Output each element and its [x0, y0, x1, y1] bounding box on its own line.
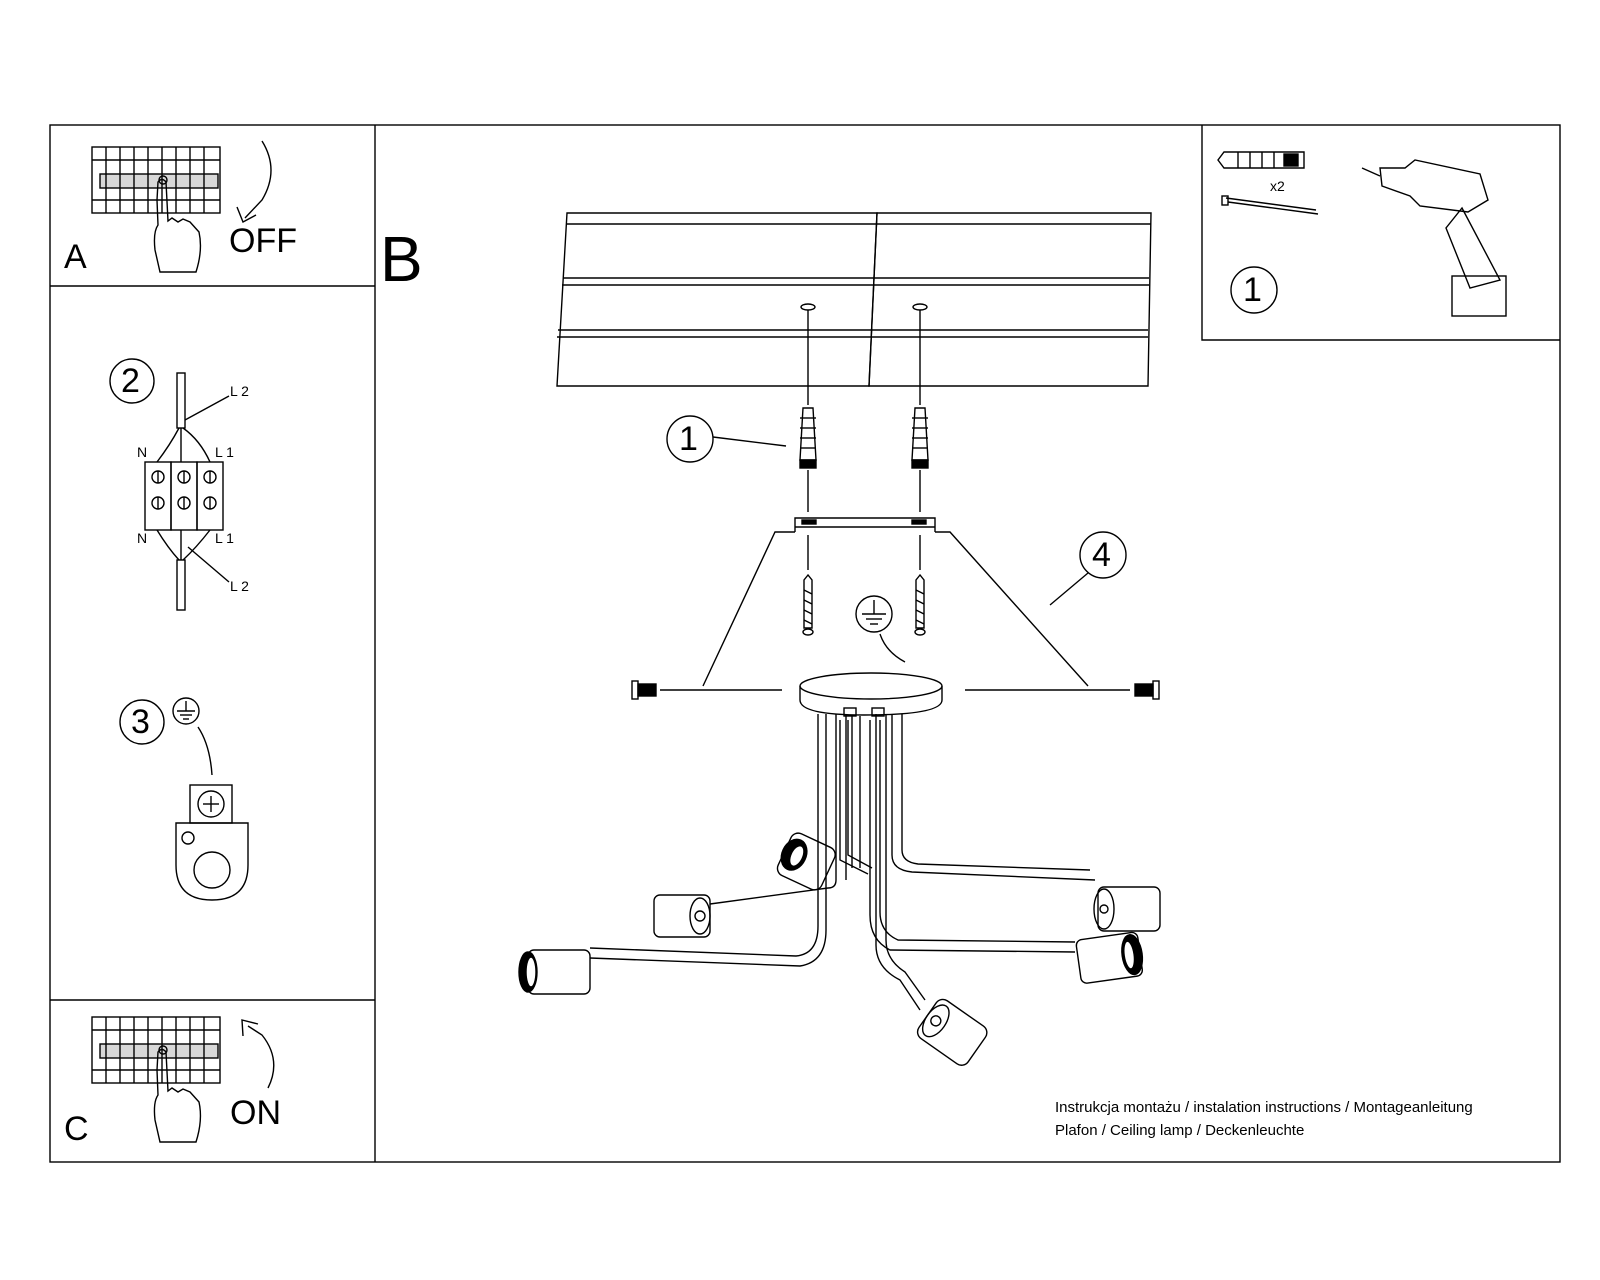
drill-hole-icon	[800, 303, 816, 311]
panel-a-letter: A	[64, 238, 87, 276]
mounting-bracket-icon	[794, 517, 936, 532]
callout-4-number: 4	[1092, 536, 1111, 574]
lamp-wires-icon	[156, 529, 211, 561]
lamp-socket-icon	[518, 949, 591, 995]
screw-icon	[914, 573, 926, 636]
canopy-icon	[799, 672, 943, 717]
wire-label-l1-top: L 1	[215, 444, 234, 460]
hand-icon	[153, 1048, 202, 1143]
step-3-number: 3	[131, 703, 150, 741]
side-screw-icon	[1134, 680, 1160, 700]
lamp-arms-icon	[589, 714, 1096, 1011]
earth-terminal-icon	[175, 784, 249, 901]
wire-label-n-bottom: N	[137, 530, 148, 546]
lamp-socket-icon	[653, 894, 711, 938]
drill-icon	[1361, 159, 1507, 317]
wall-plug-icon	[799, 407, 817, 469]
off-label: OFF	[229, 222, 297, 260]
quantity-label: x2	[1270, 178, 1285, 194]
callout-4-marker	[1079, 531, 1127, 579]
lamp-socket-icon	[776, 832, 836, 891]
step-2-marker	[109, 358, 155, 404]
callout-1-number: 1	[679, 420, 698, 458]
wire-label-l1-bottom: L 1	[215, 530, 234, 546]
step-1-number: 1	[1243, 271, 1262, 309]
wall-plug-icon	[1217, 151, 1305, 169]
arrow-down-icon	[244, 140, 272, 219]
hand-icon	[153, 178, 202, 273]
panel-c-letter: C	[64, 1110, 89, 1148]
wire-label-l2-bottom: L 2	[230, 578, 249, 594]
footer-title: Instrukcja montażu / instalation instruc…	[1055, 1099, 1473, 1116]
tools-panel-border	[1201, 125, 1560, 341]
panel-b-letter: B	[380, 223, 423, 295]
earth-symbol-icon	[172, 697, 200, 725]
breaker-panel-c-icon	[91, 1016, 221, 1084]
lamp-socket-icon	[1093, 886, 1161, 932]
lamp-socket-icon	[1075, 931, 1144, 984]
supply-wires-icon	[156, 427, 211, 463]
footer-subtitle: Plafon / Ceiling lamp / Deckenleuchte	[1055, 1122, 1305, 1139]
screw-icon	[1221, 195, 1319, 215]
wall-plug-icon	[911, 407, 929, 469]
lamp-socket-icon	[916, 998, 988, 1066]
callout-1-marker	[666, 415, 714, 463]
wire-label-l2-top: L 2	[230, 383, 249, 399]
supply-cable-icon	[176, 559, 186, 611]
step-1-marker	[1230, 266, 1278, 314]
earth-symbol-icon	[855, 595, 893, 633]
side-screw-icon	[631, 680, 657, 700]
step-3-marker	[119, 699, 165, 745]
step-2-number: 2	[121, 362, 140, 400]
on-label: ON	[230, 1094, 281, 1132]
earth-wire-icon	[197, 726, 213, 776]
supply-cable-icon	[176, 372, 186, 429]
ceiling-panel-icon	[556, 212, 1152, 387]
terminal-block-icon	[144, 461, 224, 531]
breaker-panel-a-icon	[91, 146, 221, 214]
outer-frame	[49, 124, 1561, 1163]
drill-hole-icon	[912, 303, 928, 311]
wire-label-n-top: N	[137, 444, 148, 460]
earth-wire-icon	[879, 633, 906, 663]
screw-icon	[802, 573, 814, 636]
arrow-up-icon	[247, 1025, 275, 1089]
